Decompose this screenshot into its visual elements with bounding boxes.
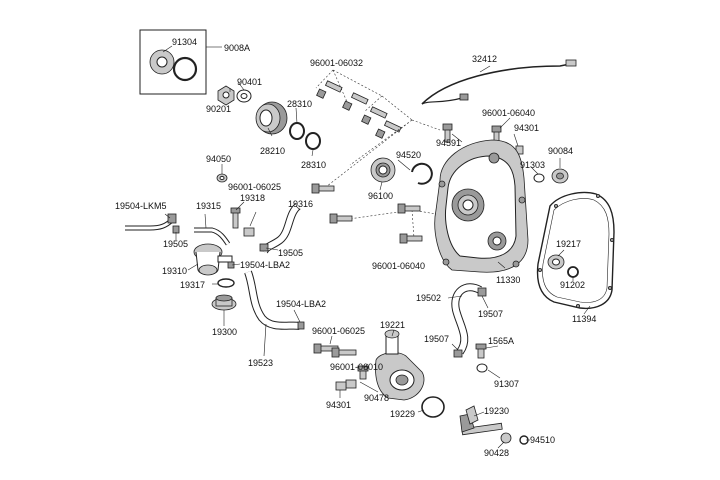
part-number-label: 96100 [368, 191, 393, 201]
washer-91307-drawing [476, 363, 488, 373]
part-number-label: 32412 [472, 54, 497, 64]
part-number-label: 11394 [572, 314, 596, 324]
part-number-label: 94510 [530, 435, 555, 445]
bolt-group-06040-upper [442, 123, 524, 155]
washer-drawing [236, 89, 252, 103]
part-number-label: 19507 [478, 309, 503, 319]
cable-drawing [421, 59, 577, 105]
part-number-label: 91202 [560, 280, 585, 290]
part-number-label: 90084 [548, 146, 573, 156]
circlip-drawing [411, 162, 433, 185]
part-number-label: 19300 [212, 327, 237, 337]
water-pump-body-drawing [375, 329, 425, 401]
gasket-drawing [536, 191, 615, 310]
fitting-1565a-drawing [475, 343, 487, 359]
part-number-label: 19217 [556, 239, 581, 249]
part-number-label: 94301 [514, 123, 539, 133]
flywheel-drawing [255, 101, 288, 135]
inset-box [139, 29, 207, 95]
part-number-label: 90478 [364, 393, 389, 403]
seal-19217-drawing [547, 254, 565, 270]
washer-91303-drawing [533, 173, 545, 183]
o-ring-28310-lower [305, 132, 321, 150]
part-number-label: 19523 [248, 358, 273, 368]
bolt-group-06040-lower [311, 183, 437, 244]
part-number-label: 90428 [484, 448, 509, 458]
part-number-label: 19318 [240, 193, 265, 203]
part-number-label: 90201 [206, 104, 231, 114]
part-number-label: 96001-06032 [310, 58, 363, 68]
part-number-label: 19505 [278, 248, 303, 258]
nut-drawing [217, 85, 235, 106]
plug-94301-lower-drawing [335, 381, 347, 391]
part-number-label: 19504-LBA2 [276, 299, 326, 309]
clamp-19505-right-drawing [259, 243, 269, 252]
part-number-label: 28310 [301, 160, 326, 170]
part-number-label: 9008A [224, 43, 250, 53]
part-number-label: 96001-06025 [312, 326, 365, 336]
hose-19316-drawing [260, 202, 301, 254]
part-number-label: 19229 [390, 409, 415, 419]
part-number-label: 19310 [162, 266, 187, 276]
part-number-label: 96001-06040 [372, 261, 425, 271]
oil-seal-drawing [149, 49, 175, 75]
thermostat-housing-drawing [193, 243, 233, 276]
part-number-label: 91307 [494, 379, 519, 389]
clamp-19505-left-drawing [172, 225, 180, 234]
bolt-19318-drawing [230, 207, 255, 237]
crankcase-cover-drawing [434, 139, 529, 273]
hose-19523-drawing [244, 270, 305, 330]
thermostat-drawing [211, 294, 237, 311]
part-number-label: 96001-06010 [330, 362, 383, 372]
part-number-label: 19505 [163, 239, 188, 249]
part-number-label: 94520 [396, 150, 421, 160]
part-number-label: 1565A [488, 336, 514, 346]
o-ring-19229-drawing [421, 396, 445, 418]
cap-94050-drawing [216, 173, 228, 183]
impeller-shaft-drawing [459, 405, 503, 436]
part-number-label: 19317 [180, 280, 205, 290]
bolt-group-06032 [315, 69, 441, 191]
bearing-drawing [370, 157, 396, 183]
o-ring-drawing [172, 56, 198, 82]
part-number-label: 19507 [424, 334, 449, 344]
part-number-label: 11330 [496, 275, 520, 285]
seal-90428-drawing [500, 432, 512, 444]
part-number-label: 19316 [288, 199, 313, 209]
part-number-label: 91303 [520, 160, 545, 170]
part-number-label: 90401 [237, 77, 262, 87]
plug-90084-drawing [551, 168, 569, 184]
part-number-label: 94301 [326, 400, 351, 410]
part-number-label: 94591 [436, 138, 461, 148]
o-ring-91202-drawing [567, 266, 579, 278]
part-number-label: 28310 [287, 99, 312, 109]
part-number-label: 19504-LKM5 [115, 201, 167, 211]
bolt-06025-lower-drawing [313, 343, 357, 358]
thermostat-o-ring-drawing [217, 278, 235, 288]
part-number-label: 91304 [172, 37, 197, 47]
part-number-label: 19504-LBA2 [240, 260, 290, 270]
o-ring-28310-upper [289, 122, 305, 140]
hose-19504-lkm5-drawing [125, 213, 177, 231]
part-number-label: 28210 [260, 146, 285, 156]
hose-19502-drawing [451, 283, 487, 358]
pipe-19315-drawing [194, 227, 231, 246]
part-number-label: 96001-06040 [482, 108, 535, 118]
part-number-label: 19502 [416, 293, 441, 303]
part-number-label: 19230 [484, 406, 509, 416]
part-number-label: 19315 [196, 201, 221, 211]
part-number-label: 19221 [380, 320, 405, 330]
part-number-label: 96001-06025 [228, 182, 281, 192]
leader-lines [164, 65, 591, 449]
part-number-label: 94050 [206, 154, 231, 164]
